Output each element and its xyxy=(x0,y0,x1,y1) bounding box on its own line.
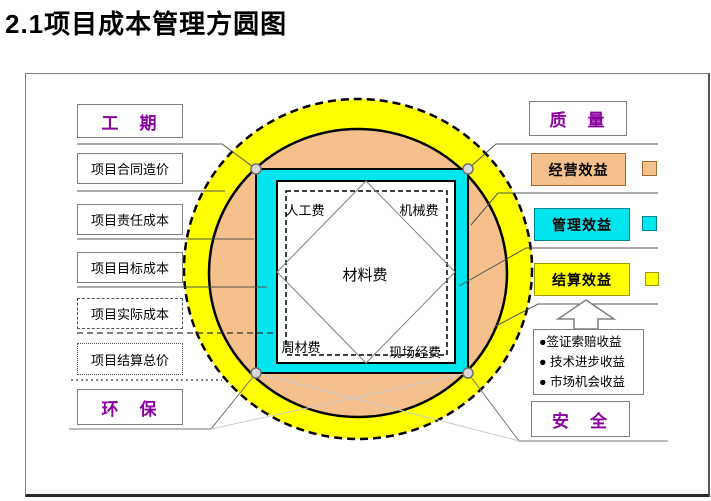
management-benefit-swatch xyxy=(642,216,657,231)
corner-dot-bottom-left xyxy=(250,367,262,379)
income-item-tech-progress: ● 技术进步收益 xyxy=(539,355,626,369)
cost-square-dashed-border xyxy=(285,190,448,356)
income-list-box: ●签证索赔收益 ● 技术进步收益 ● 市场机会收益 xyxy=(533,329,644,395)
responsibility-cost-box: 项目责任成本 xyxy=(77,204,183,235)
turnover-material-cost-label: 周材费 xyxy=(281,340,321,355)
duration-box: 工 期 xyxy=(77,104,183,138)
operation-benefit-swatch xyxy=(642,161,657,176)
page-title: 2.1项目成本管理方圆图 xyxy=(5,9,288,39)
quality-box: 质 量 xyxy=(529,101,627,136)
leader-duration xyxy=(77,143,257,170)
environment-box: 环 保 xyxy=(77,389,183,425)
machinery-cost-label: 机械费 xyxy=(399,203,439,218)
labor-cost-label: 人工费 xyxy=(285,203,325,218)
faint-line-left xyxy=(210,372,469,430)
target-cost-box: 项目目标成本 xyxy=(77,252,183,283)
faint-line-right xyxy=(255,372,520,442)
safety-box: 安 全 xyxy=(531,401,630,437)
income-item-visa-claim: ●签证索赔收益 xyxy=(539,335,622,349)
leader-operation-benefit xyxy=(470,192,658,226)
diagram-panel: 工 期 项目合同造价 项目责任成本 项目目标成本 项目实际成本 项目结算总价 环… xyxy=(25,73,710,497)
operation-benefit-box: 经营效益 xyxy=(531,153,626,186)
site-expense-label: 现场经费 xyxy=(388,345,441,360)
corner-dot-bottom-right xyxy=(462,367,474,379)
contract-price-box: 项目合同造价 xyxy=(77,153,183,184)
corner-dot-top-left xyxy=(250,163,262,175)
actual-cost-box: 项目实际成本 xyxy=(77,298,183,329)
income-item-market-opportunity: ● 市场机会收益 xyxy=(539,375,626,389)
diagram-canvas xyxy=(69,97,668,442)
leader-settlement-benefit xyxy=(495,303,658,327)
management-benefit-box: 管理效益 xyxy=(534,208,630,241)
corner-dot-top-right xyxy=(462,163,474,175)
settlement-price-box: 项目结算总价 xyxy=(77,343,183,375)
leader-management-benefit xyxy=(458,247,658,287)
leader-quality xyxy=(467,143,658,170)
cost-diamond xyxy=(276,180,456,364)
settlement-benefit-swatch xyxy=(645,272,659,286)
settlement-benefit-box: 结算效益 xyxy=(534,263,630,296)
material-cost-label: 材料费 xyxy=(342,267,388,284)
